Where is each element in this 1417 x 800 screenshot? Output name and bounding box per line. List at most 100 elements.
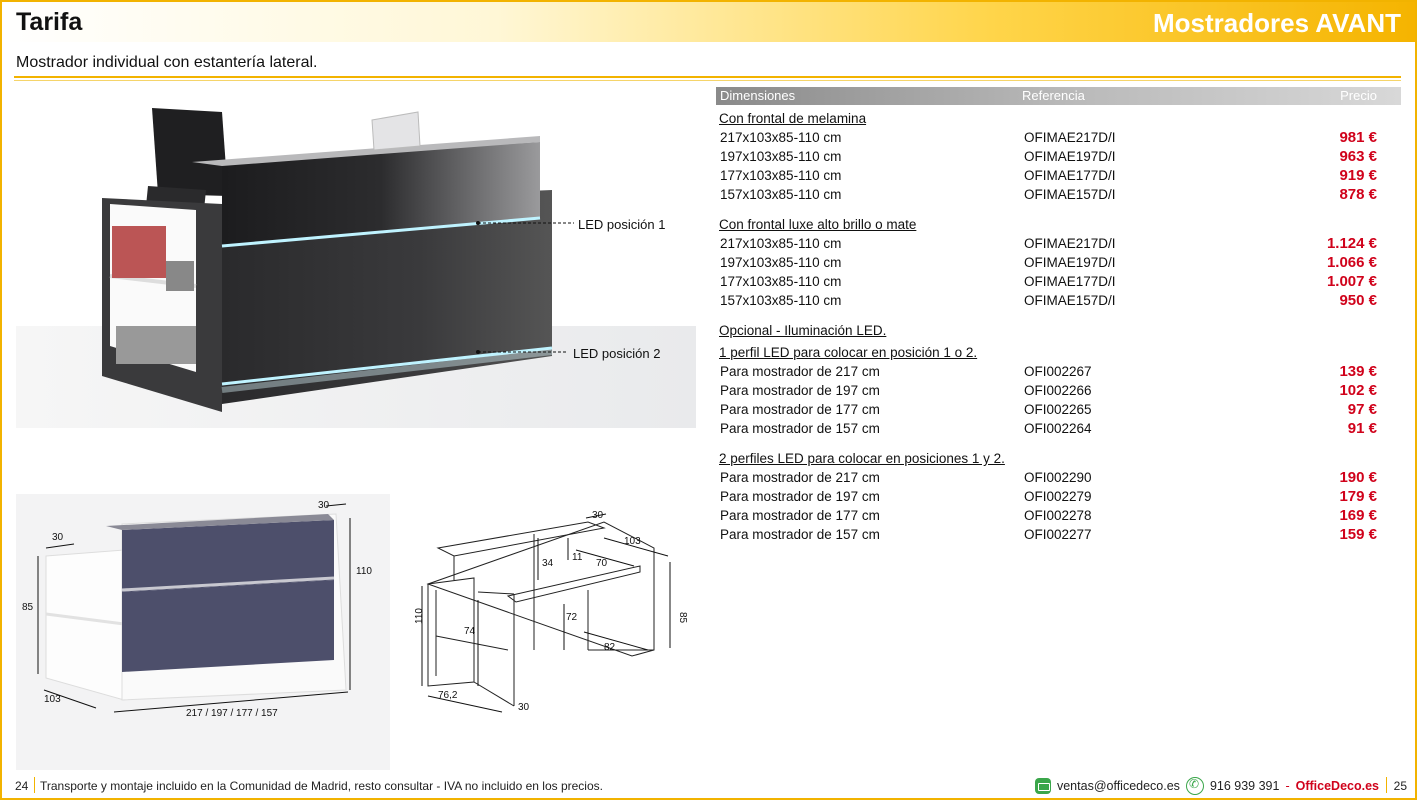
section-led-optional-title: Opcional - Iluminación LED. bbox=[719, 323, 887, 338]
row-reference: OFIMAE177D/I bbox=[1024, 274, 1116, 289]
product-subtitle: Mostrador individual con estantería late… bbox=[16, 54, 318, 71]
table-row: 157x103x85-110 cm OFIMAE157D/I 950 € bbox=[716, 292, 1401, 311]
row-reference: OFIMAE217D/I bbox=[1024, 130, 1116, 145]
table-row: Para mostrador de 157 cm OFI002264 91 € bbox=[716, 420, 1401, 439]
row-reference: OFIMAE157D/I bbox=[1024, 187, 1116, 202]
product-photo: LED posición 1 LED posición 2 bbox=[16, 86, 696, 428]
row-dimensions: Para mostrador de 177 cm bbox=[720, 402, 880, 417]
section-luxe-title: Con frontal luxe alto brillo o mate bbox=[719, 217, 917, 232]
row-dimensions: Para mostrador de 197 cm bbox=[720, 489, 880, 504]
led-position-1-label: LED posición 1 bbox=[578, 217, 666, 232]
row-dimensions: 157x103x85-110 cm bbox=[720, 293, 842, 308]
row-reference: OFI002279 bbox=[1024, 489, 1092, 504]
row-price: 179 € bbox=[1339, 488, 1377, 505]
row-price: 963 € bbox=[1339, 148, 1377, 165]
row-price: 878 € bbox=[1339, 186, 1377, 203]
row-dimensions: 197x103x85-110 cm bbox=[720, 149, 842, 164]
price-table-header: Dimensiones Referencia Precio bbox=[716, 87, 1401, 105]
row-reference: OFI002277 bbox=[1024, 527, 1092, 542]
row-reference: OFI002278 bbox=[1024, 508, 1092, 523]
price-table: Dimensiones Referencia Precio Con fronta… bbox=[716, 87, 1401, 545]
row-reference: OFIMAE157D/I bbox=[1024, 293, 1116, 308]
page-number-left: 24 bbox=[15, 779, 29, 793]
row-reference: OFI002290 bbox=[1024, 470, 1092, 485]
row-dimensions: Para mostrador de 177 cm bbox=[720, 508, 880, 523]
table-row: 217x103x85-110 cm OFIMAE217D/I 981 € bbox=[716, 129, 1401, 148]
row-dimensions: Para mostrador de 217 cm bbox=[720, 470, 880, 485]
dim-iso-74: 74 bbox=[464, 626, 476, 637]
header-dimensions: Dimensiones bbox=[720, 88, 796, 103]
row-dimensions: 177x103x85-110 cm bbox=[720, 168, 842, 183]
table-row: 157x103x85-110 cm OFIMAE157D/I 878 € bbox=[716, 186, 1401, 205]
row-price: 1.066 € bbox=[1326, 254, 1377, 271]
footer-divider bbox=[1386, 777, 1387, 793]
dim-iso-11: 11 bbox=[572, 552, 583, 563]
row-price: 1.124 € bbox=[1326, 235, 1377, 252]
dim-iso-762: 76,2 bbox=[438, 690, 458, 701]
row-price: 159 € bbox=[1339, 526, 1377, 543]
front-dimension-drawing: 30 30 110 85 103 217 / 197 / 177 / 157 bbox=[16, 494, 390, 770]
isometric-dimension-drawing: 30 103 34 11 70 110 74 72 85 82 76,2 30 bbox=[408, 500, 698, 720]
row-price: 950 € bbox=[1339, 292, 1377, 309]
row-price: 981 € bbox=[1339, 129, 1377, 146]
header-product-line: Mostradores AVANT bbox=[1153, 8, 1401, 38]
mail-icon bbox=[1034, 778, 1051, 794]
row-dimensions: 197x103x85-110 cm bbox=[720, 255, 842, 270]
dim-iso-34: 34 bbox=[542, 558, 554, 569]
table-row: 197x103x85-110 cm OFIMAE197D/I 1.066 € bbox=[716, 254, 1401, 273]
row-price: 102 € bbox=[1339, 382, 1377, 399]
footer-phone[interactable]: 916 939 391 bbox=[1209, 779, 1280, 793]
row-price: 919 € bbox=[1339, 167, 1377, 184]
dim-front-85: 85 bbox=[22, 602, 34, 613]
row-reference: OFI002264 bbox=[1024, 421, 1092, 436]
row-price: 91 € bbox=[1347, 420, 1377, 437]
row-reference: OFIMAE197D/I bbox=[1024, 255, 1116, 270]
dim-iso-30-bottom: 30 bbox=[518, 702, 530, 713]
dim-front-103: 103 bbox=[44, 694, 61, 705]
row-dimensions: Para mostrador de 157 cm bbox=[720, 421, 880, 436]
section-melamine-title: Con frontal de melamina bbox=[719, 111, 867, 126]
dim-front-30-top: 30 bbox=[318, 500, 330, 511]
table-row: 177x103x85-110 cm OFIMAE177D/I 1.007 € bbox=[716, 273, 1401, 292]
led-position-2-label: LED posición 2 bbox=[573, 346, 661, 361]
dim-iso-82: 82 bbox=[604, 642, 616, 653]
dim-iso-103: 103 bbox=[624, 536, 641, 547]
dim-iso-110: 110 bbox=[414, 608, 425, 624]
row-reference: OFI002266 bbox=[1024, 383, 1092, 398]
dim-front-110: 110 bbox=[356, 566, 372, 577]
header-reference: Referencia bbox=[1022, 88, 1085, 103]
page-header: Tarifa Mostradores AVANT bbox=[2, 2, 1415, 42]
row-dimensions: 217x103x85-110 cm bbox=[720, 236, 842, 251]
footer-email[interactable]: ventas@officedeco.es bbox=[1056, 779, 1180, 793]
page-number-right: 25 bbox=[1393, 779, 1407, 793]
table-row: Para mostrador de 157 cm OFI002277 159 € bbox=[716, 526, 1401, 545]
dim-front-30-left: 30 bbox=[52, 532, 64, 543]
footer-brand-link[interactable]: OfficeDeco.es bbox=[1295, 779, 1379, 793]
row-dimensions: Para mostrador de 157 cm bbox=[720, 527, 880, 542]
row-price: 97 € bbox=[1347, 401, 1377, 418]
row-dimensions: 177x103x85-110 cm bbox=[720, 274, 842, 289]
page-footer: 24 Transporte y montaje incluido en la C… bbox=[2, 774, 1415, 798]
row-price: 169 € bbox=[1339, 507, 1377, 524]
table-row: 177x103x85-110 cm OFIMAE177D/I 919 € bbox=[716, 167, 1401, 186]
row-price: 1.007 € bbox=[1326, 273, 1377, 290]
row-reference: OFIMAE177D/I bbox=[1024, 168, 1116, 183]
header-price: Precio bbox=[1340, 88, 1377, 103]
row-price: 139 € bbox=[1339, 363, 1377, 380]
footer-note: Transporte y montaje incluido en la Comu… bbox=[40, 779, 603, 793]
dim-iso-70: 70 bbox=[596, 558, 608, 569]
row-dimensions: 157x103x85-110 cm bbox=[720, 187, 842, 202]
dim-iso-85: 85 bbox=[677, 612, 688, 624]
table-row: Para mostrador de 197 cm OFI002279 179 € bbox=[716, 488, 1401, 507]
dim-iso-30-top: 30 bbox=[592, 510, 604, 521]
section-led-one-profile-title: 1 perfil LED para colocar en posición 1 … bbox=[719, 345, 978, 360]
row-dimensions: 217x103x85-110 cm bbox=[720, 130, 842, 145]
row-dimensions: Para mostrador de 217 cm bbox=[720, 364, 880, 379]
footer-divider bbox=[34, 777, 35, 793]
